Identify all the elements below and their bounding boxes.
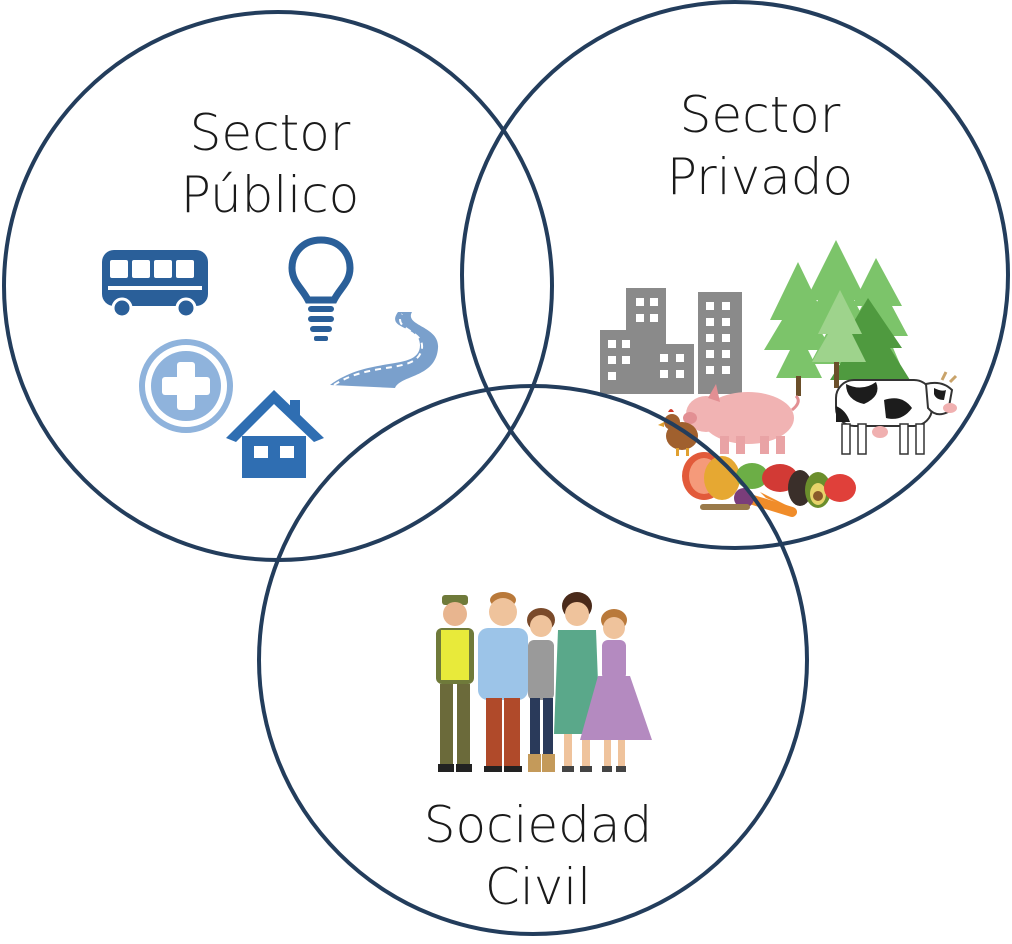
label-sector-publico: Sector Público	[170, 102, 370, 226]
house-icon	[226, 390, 324, 478]
label-sector-publico-line2: Público	[180, 166, 360, 224]
bus-icon	[102, 250, 208, 319]
hospital-cross-icon	[139, 339, 233, 433]
label-sociedad-civil-line2: Civil	[484, 858, 592, 916]
chicken-icon	[658, 409, 698, 456]
trees-icon	[764, 240, 910, 404]
buildings-icon	[600, 288, 742, 394]
road-icon	[330, 312, 439, 388]
circle-sector-privado	[460, 0, 1010, 550]
label-sociedad-civil: Sociedad Civil	[418, 794, 658, 918]
vegetables-icon	[682, 452, 856, 517]
label-sector-privado-line2: Privado	[666, 148, 854, 206]
cow-icon	[835, 371, 958, 455]
people-group-icon	[436, 592, 652, 772]
label-sociedad-civil-line1: Sociedad	[423, 796, 653, 854]
label-sector-publico-line1: Sector	[189, 104, 351, 162]
label-sector-privado-line1: Sector	[679, 86, 841, 144]
circle-sociedad-civil	[257, 384, 809, 936]
pig-icon	[683, 384, 800, 454]
lightbulb-icon	[288, 236, 354, 341]
label-sector-privado: Sector Privado	[660, 84, 860, 208]
